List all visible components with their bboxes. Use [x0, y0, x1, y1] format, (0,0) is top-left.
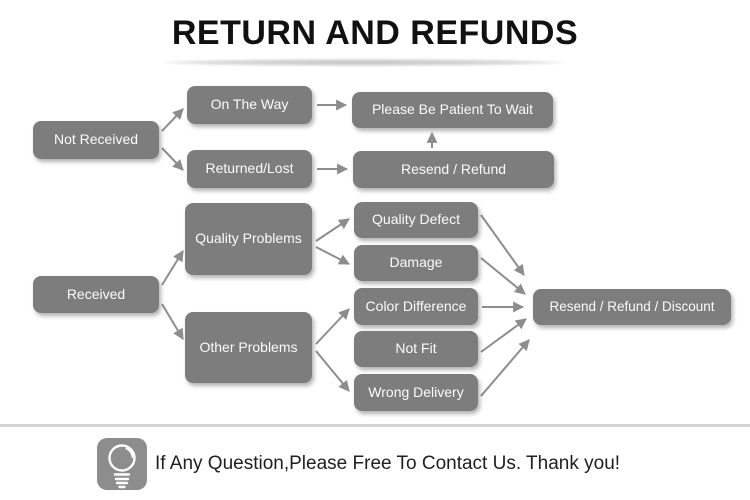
node-returned-lost: Returned/Lost [187, 150, 312, 188]
arrow-not_received-to-returned_lost [161, 147, 184, 171]
node-not-fit: Not Fit [354, 331, 478, 367]
arrow-received-to-quality_problems [161, 250, 184, 286]
node-damage: Damage [354, 245, 478, 281]
arrow-quality_defect-to-resend_refund_discount [480, 214, 525, 276]
arrow-received-to-other_problems [161, 303, 184, 340]
arrow-damage-to-resend_refund_discount [480, 257, 526, 295]
node-quality-defect: Quality Defect [354, 202, 478, 238]
lightbulb-icon [108, 444, 136, 489]
arrow-not_fit-to-resend_refund_discount [480, 318, 527, 353]
page-title: RETURN AND REFUNDS [171, 14, 579, 52]
footer: If Any Question,Please Free To Contact U… [97, 438, 620, 490]
node-received: Received [33, 276, 159, 313]
node-not-received: Not Received [33, 121, 159, 159]
node-resend-refund: Resend / Refund [353, 151, 554, 188]
arrow-not_received-to-on_the_way [161, 108, 184, 132]
node-quality-problems: Quality Problems [185, 203, 312, 275]
lightbulb-tile [97, 438, 147, 490]
node-color-difference: Color Difference [354, 288, 478, 325]
node-wrong-delivery: Wrong Delivery [354, 374, 478, 411]
node-on-the-way: On The Way [187, 86, 312, 124]
footer-divider [0, 424, 750, 427]
arrow-quality_problems-to-damage [315, 246, 350, 265]
arrow-other_problems-to-wrong_delivery [315, 350, 350, 392]
arrow-other_problems-to-color_difference [315, 308, 350, 345]
arrow-wrong_delivery-to-resend_refund_discount [480, 339, 530, 397]
footer-message: If Any Question,Please Free To Contact U… [155, 453, 621, 474]
title-underline [163, 59, 563, 66]
node-please-be-patient-to-wait: Please Be Patient To Wait [352, 92, 553, 128]
arrow-quality_problems-to-quality_defect [315, 218, 350, 242]
node-other-problems: Other Problems [185, 312, 312, 383]
node-resend-refund-discount: Resend / Refund / Discount [533, 289, 731, 325]
